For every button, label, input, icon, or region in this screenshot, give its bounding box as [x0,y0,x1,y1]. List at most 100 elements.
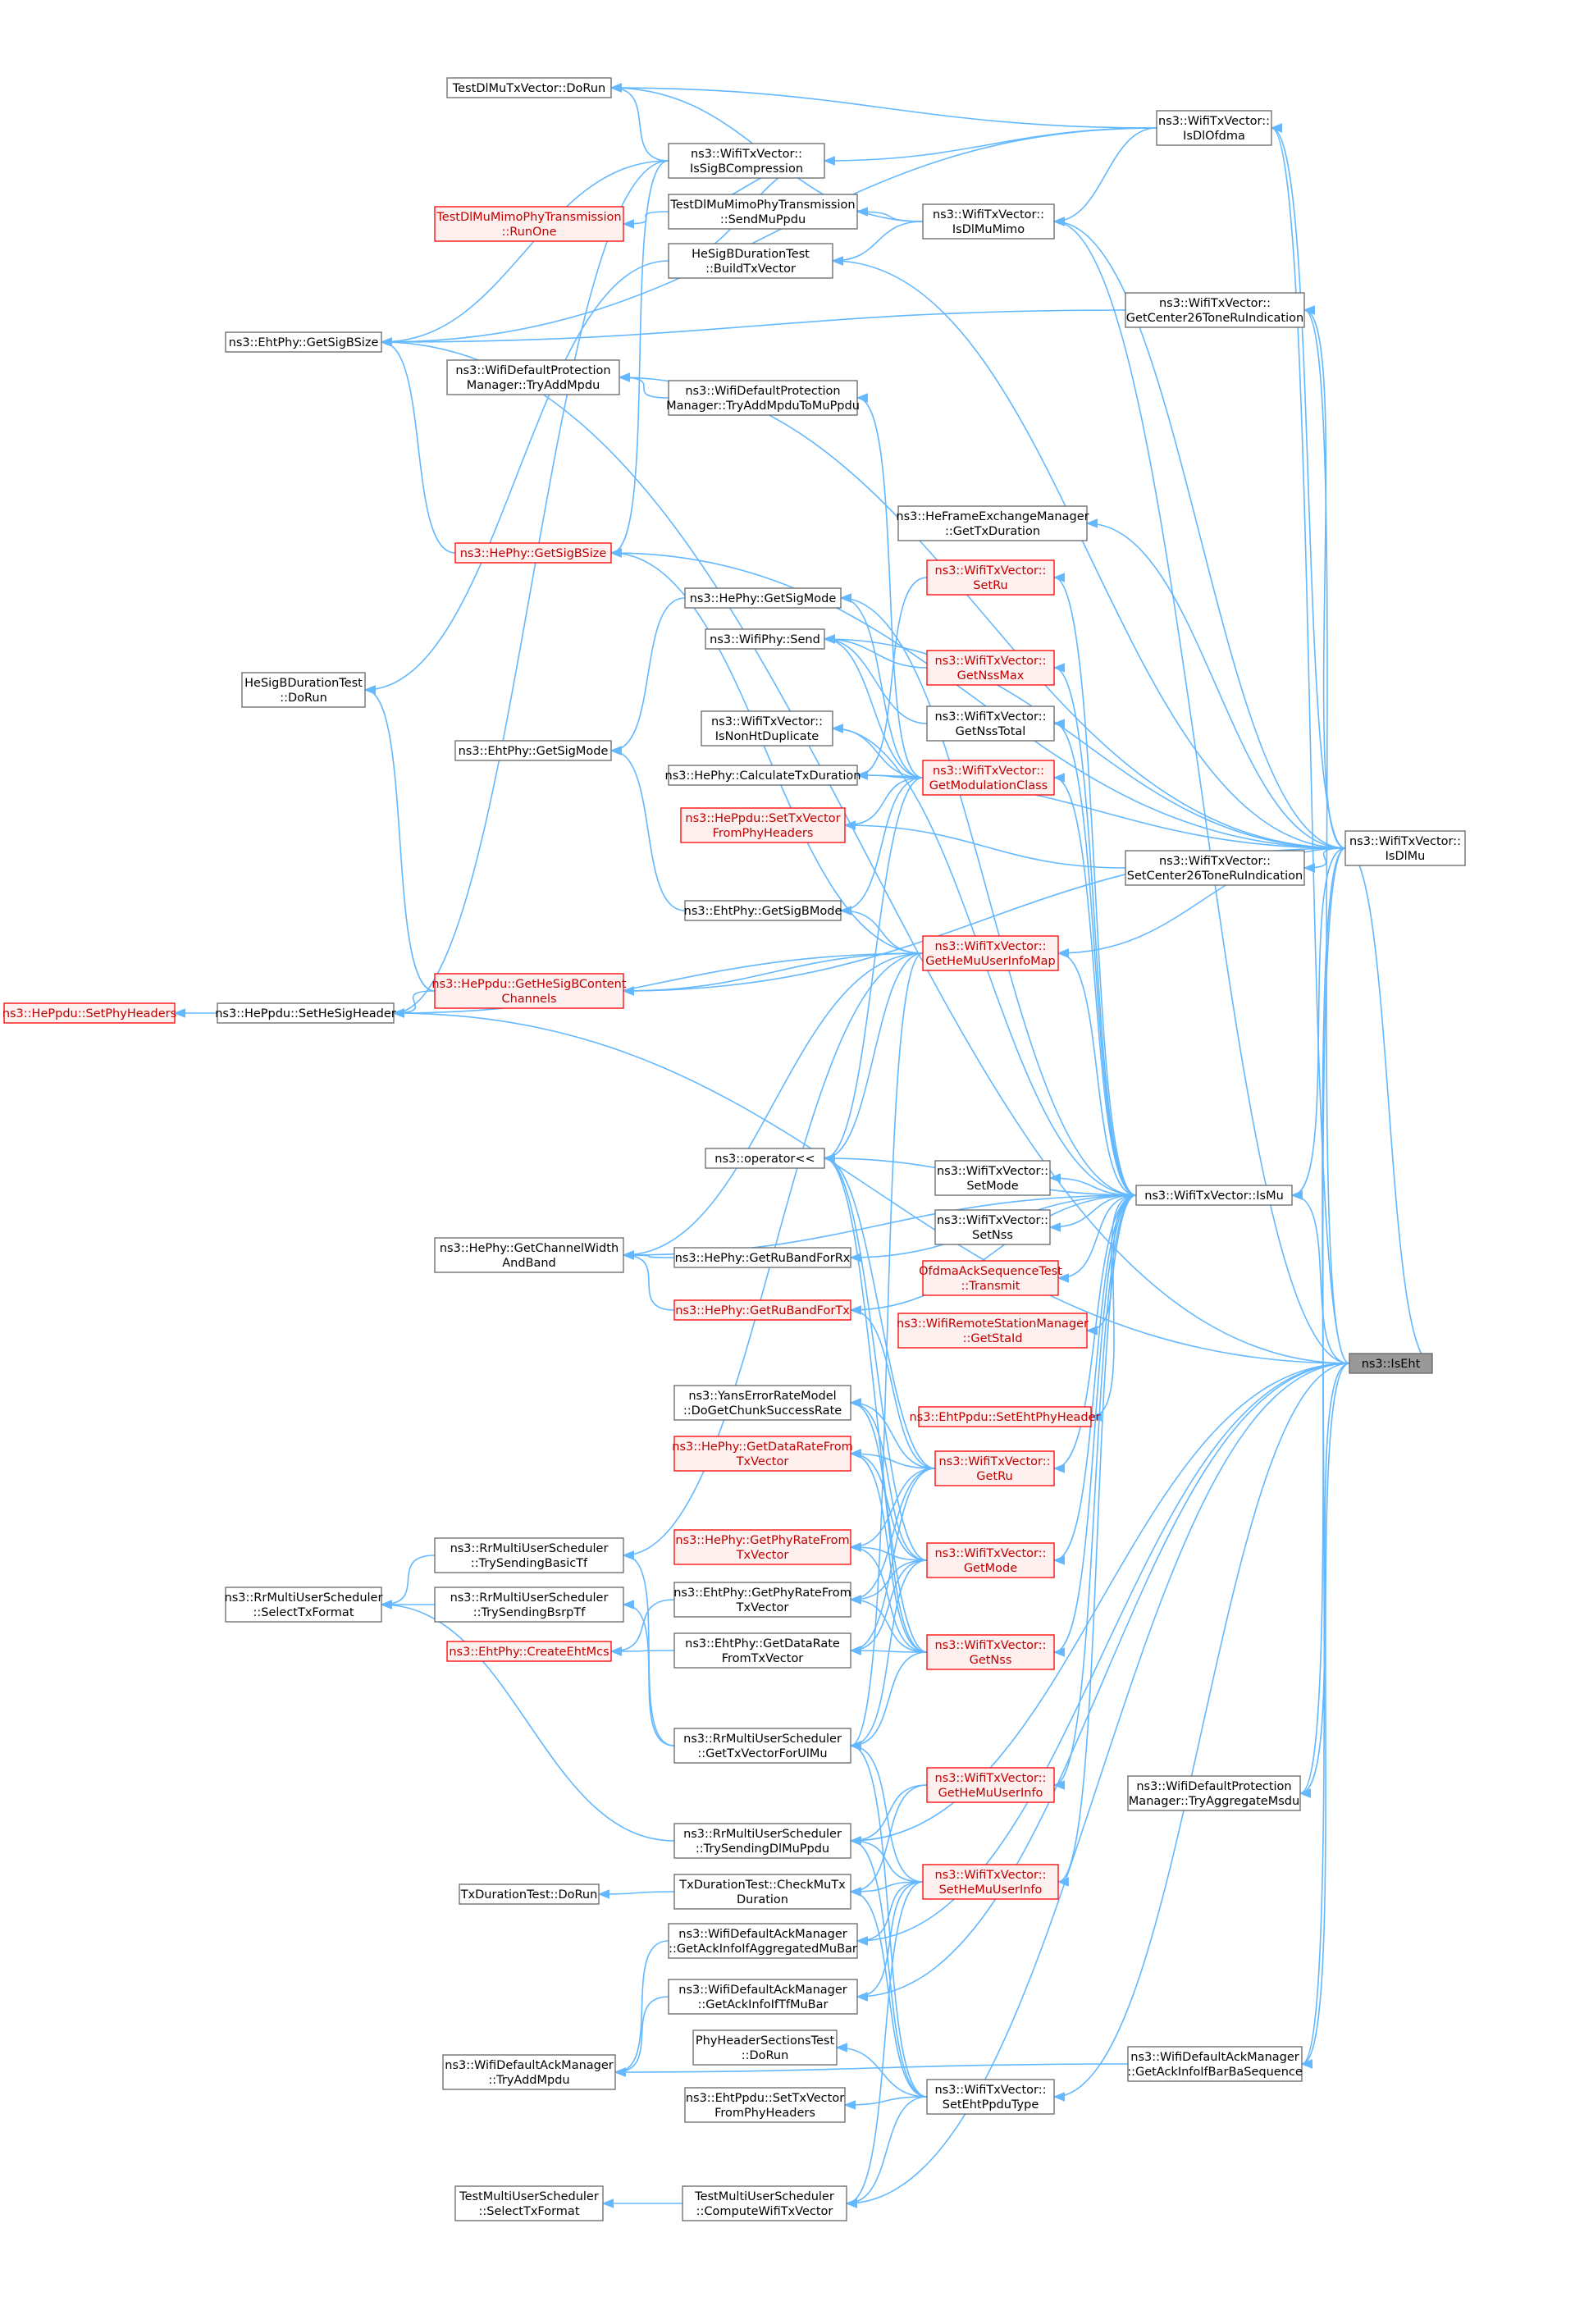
function-node-gethemuinfo[interactable]: ns3::WifiTxVector::GetHeMuUserInfo [926,1767,1055,1803]
call-edge-iseht-isdlmumimo [1052,217,1350,1364]
function-node-ehtgetsigbmode[interactable]: ns3::EhtPhy::GetSigBMode [684,900,842,921]
call-edge-getnss-ehtgetphyrate [849,1595,928,1653]
function-node-ismu[interactable]: ns3::WifiTxVector::IsMu [1135,1185,1293,1206]
function-node-setmode[interactable]: ns3::WifiTxVector::SetMode [934,1160,1051,1196]
function-node-setehtppdu[interactable]: ns3::WifiTxVector::SetEhtPpduType [926,2079,1055,2115]
node-label-line: ::DoRun [280,692,327,705]
function-node-getru[interactable]: ns3::WifiTxVector::GetRu [934,1450,1055,1486]
function-node-isdlofdma[interactable]: ns3::WifiTxVector::IsDlOfdma [1156,110,1272,146]
call-edge-setcenter26-heppdusettx [843,820,1126,869]
function-node-isdlmu[interactable]: ns3::WifiTxVector::IsDlMu [1344,830,1466,866]
function-node-isnonhtdup[interactable]: ns3::WifiTxVector::IsNonHtDuplicate [701,710,833,747]
function-node-hegetrubandtx[interactable]: ns3::HePhy::GetRuBandForTx [673,1299,851,1321]
function-node-testmucompute[interactable]: TestMultiUserScheduler::ComputeWifiTxVec… [682,2185,847,2221]
node-label-line: ::TrySendingBasicTf [471,1557,588,1570]
node-label-line: ::GetAckInfoIfBarBaSequence [1127,2066,1303,2079]
node-box [934,1209,1051,1245]
function-node-ehtcreatemcs[interactable]: ns3::EhtPhy::CreateEhtMcs [446,1641,612,1662]
function-node-issigbcomp[interactable]: ns3::WifiTxVector::IsSigBCompression [668,143,825,179]
function-node-txdurdorun[interactable]: TxDurationTest::DoRun [459,1883,600,1905]
node-box [673,1728,851,1764]
function-node-acktryadd[interactable]: ns3::WifiDefaultAckManager::TryAddMpdu [442,2054,616,2090]
function-node-hegetsigbsize[interactable]: ns3::HePhy::GetSigBSize [454,542,612,564]
function-node-hegetrubandrx[interactable]: ns3::HePhy::GetRuBandForRx [673,1247,851,1268]
function-node-getcenter26[interactable]: ns3::WifiTxVector::GetCenter26ToneRuIndi… [1125,292,1305,328]
function-node-buildtxvector[interactable]: HeSigBDurationTest::BuildTxVector [668,243,833,279]
function-node-hegetsigmode[interactable]: ns3::HePhy::GetSigMode [684,587,842,609]
function-node-getnss[interactable]: ns3::WifiTxVector::GetNss [926,1634,1055,1670]
function-node-remotegetstaid[interactable]: ns3::WifiRemoteStationManager::GetStaId [897,1313,1089,1349]
function-node-iseht[interactable]: ns3::IsEht [1349,1353,1433,1374]
function-node-heppdusetphyhdr[interactable]: ns3::HePpdu::SetPhyHeaders [2,1002,176,1024]
function-node-getmode[interactable]: ns3::WifiTxVector::GetMode [926,1542,1055,1578]
function-node-yansdoget[interactable]: ns3::YansErrorRateModel::DoGetChunkSucce… [673,1385,851,1421]
function-node-getnssmax[interactable]: ns3::WifiTxVector::GetNssMax [926,650,1055,686]
function-node-rrgettxul[interactable]: ns3::RrMultiUserScheduler::GetTxVectorFo… [673,1728,851,1764]
node-box [705,1148,825,1169]
function-node-ehtppdusethdr[interactable]: ns3::EhtPpdu::SetEhtPhyHeader [909,1406,1101,1427]
function-node-testmuselect[interactable]: TestMultiUserScheduler::SelectTxFormat [454,2185,604,2221]
call-edge-setehtppdu-txdurcheckmu [849,1887,928,2098]
function-node-setru[interactable]: ns3::WifiTxVector::SetRu [926,559,1055,596]
node-box [673,1823,851,1859]
function-node-tryaggmsdu[interactable]: ns3::WifiDefaultProtectionManager::TryAg… [1127,1775,1301,1811]
call-edge-setehtppdu-rrgettxul [849,1741,928,2098]
function-node-rrtrydlmu[interactable]: ns3::RrMultiUserScheduler::TrySendingDlM… [673,1823,851,1859]
call-edge-getmode-yansdoget [849,1398,928,1561]
function-node-hecalctxdur[interactable]: ns3::HePhy::CalculateTxDuration [665,765,861,786]
function-node-getmodclass[interactable]: ns3::WifiTxVector::GetModulationClass [922,760,1055,796]
node-label-line: ns3::WifiTxVector:: [937,1214,1048,1227]
function-node-ackaggmubar[interactable]: ns3::WifiDefaultAckManager::GetAckInfoIf… [668,1923,858,1959]
node-box [446,1641,612,1662]
function-node-protmgrtrymu[interactable]: ns3::WifiDefaultProtectionManager::TryAd… [666,380,860,416]
function-node-heppdusethesig[interactable]: ns3::HePpdu::SetHeSigHeader [215,1002,396,1024]
function-node-ehtgetsigbsize[interactable]: ns3::EhtPhy::GetSigBSize [225,331,382,353]
function-node-gethemuinfomap[interactable]: ns3::WifiTxVector::GetHeMuUserInfoMap [922,935,1059,971]
call-edge-ismu-gethemuinfo [1052,1194,1137,1790]
function-node-ehtgetsigmode[interactable]: ns3::EhtPhy::GetSigMode [454,740,612,761]
function-node-getnsstotal[interactable]: ns3::WifiTxVector::GetNssTotal [926,705,1055,742]
node-box [926,559,1055,596]
function-node-phyhdrdorun[interactable]: PhyHeaderSectionsTest::DoRun [692,2030,838,2066]
function-node-ofdmaacktransmit[interactable]: OfdmaAckSequenceTest::Transmit [919,1260,1062,1296]
node-box [684,2087,846,2123]
call-edge-acktfmubar-acktryadd [614,1996,669,2077]
node-box [668,1979,858,2015]
function-node-wifiphysend[interactable]: ns3::WifiPhy::Send [705,628,825,650]
call-edge-getmodclass-isnonhtdup [831,724,924,778]
call-edge-iseht-ackaggmubar [856,1363,1350,1946]
function-node-isdlmumimo[interactable]: ns3::WifiTxVector::IsDlMuMimo [922,203,1055,240]
function-node-sigbdurdorun[interactable]: HeSigBDurationTest::DoRun [241,672,366,708]
node-label-line: ns3::HePpdu::SetPhyHeaders [2,1007,176,1020]
function-node-opout[interactable]: ns3::operator<< [705,1148,825,1169]
function-node-setnss[interactable]: ns3::WifiTxVector::SetNss [934,1209,1051,1245]
function-node-rrtrybasictf[interactable]: ns3::RrMultiUserScheduler::TrySendingBas… [434,1537,624,1573]
function-node-hefemgettxdur[interactable]: ns3::HeFrameExchangeManager::GetTxDurati… [896,505,1089,541]
function-node-rrtrybsrptf[interactable]: ns3::RrMultiUserScheduler::TrySendingBsr… [434,1587,624,1623]
function-node-setcenter26[interactable]: ns3::WifiTxVector::SetCenter26ToneRuIndi… [1125,850,1305,886]
function-node-testdlmudorun[interactable]: TestDlMuTxVector::DoRun [446,77,612,98]
function-node-acktfmubar[interactable]: ns3::WifiDefaultAckManager::GetAckInfoIf… [668,1979,858,2015]
node-label-line: ns3::HePpdu::SetHeSigHeader [215,1007,396,1020]
call-edge-getru-opout [823,1153,936,1469]
function-node-ackbarba[interactable]: ns3::WifiDefaultAckManager::GetAckInfoIf… [1127,2046,1303,2082]
call-edge-gethemuinfomap-hegetsigbsize [609,548,924,954]
node-box [1349,1353,1433,1374]
function-node-sethemuinfo[interactable]: ns3::WifiTxVector::SetHeMuUserInfo [922,1864,1059,1900]
call-edge-getmodclass-ehtgetsigbmode [839,777,924,915]
function-node-dlmumimorunone[interactable]: TestDlMuMimoPhyTransmission::RunOne [434,206,624,242]
function-node-sendmuppdu[interactable]: TestDlMuMimoPhyTransmission::SendMuPpdu [668,194,858,230]
function-node-protmgrtryadd[interactable]: ns3::WifiDefaultProtectionManager::TryAd… [446,359,620,395]
node-label-line: ns3::WifiTxVector:: [934,1869,1046,1882]
call-edge-ehtgetsigbmode-ehtgetsigmode [609,746,686,911]
function-node-rrselecttx[interactable]: ns3::RrMultiUserScheduler::SelectTxForma… [225,1587,383,1623]
